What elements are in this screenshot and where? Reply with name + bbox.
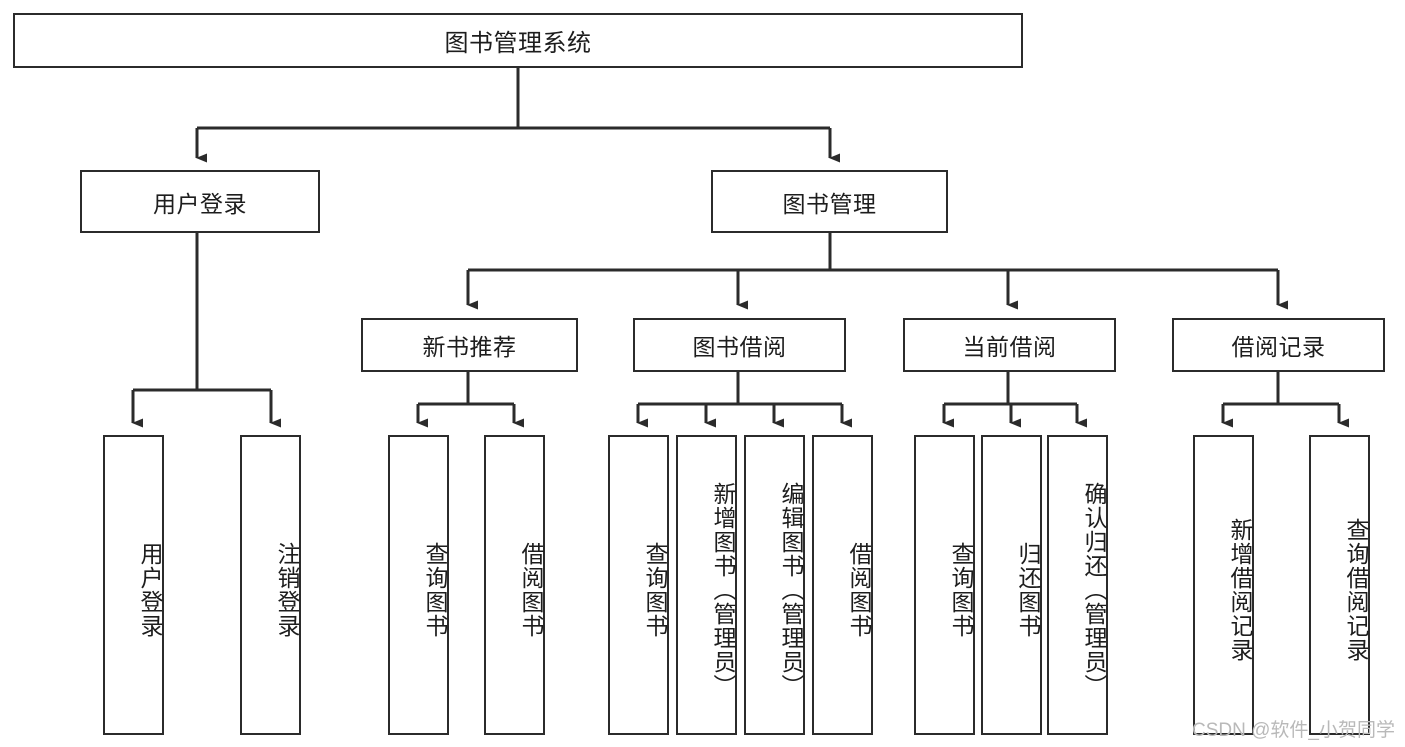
- node-label: 查询图书: [422, 542, 448, 638]
- node-label: 注销登录: [274, 542, 300, 638]
- node-label: 查询借阅记录: [1343, 518, 1369, 662]
- node-label: 图书借阅: [692, 334, 787, 360]
- node-label: 借阅记录: [1231, 334, 1326, 360]
- leaf-user-login-login[interactable]: 用户登录: [103, 435, 164, 735]
- node-current-borrow[interactable]: 当前借阅: [903, 318, 1116, 372]
- node-root-system[interactable]: 图书管理系统: [13, 13, 1023, 68]
- node-label: 新书推荐: [422, 334, 517, 360]
- node-label: 图书管理: [782, 190, 877, 217]
- leaf-user-login-logout[interactable]: 注销登录: [240, 435, 301, 735]
- node-book-management[interactable]: 图书管理: [711, 170, 948, 233]
- leaf-book-borrow-add[interactable]: 新增图书（管理员）: [676, 435, 737, 735]
- node-label: 当前借阅: [962, 334, 1057, 360]
- leaf-current-borrow-query[interactable]: 查询图书: [914, 435, 975, 735]
- node-label: 用户登录: [153, 190, 247, 217]
- leaf-book-borrow-query[interactable]: 查询图书: [608, 435, 669, 735]
- node-user-login[interactable]: 用户登录: [80, 170, 320, 233]
- leaf-borrow-record-add[interactable]: 新增借阅记录: [1193, 435, 1254, 735]
- node-label: 新增图书（管理员）: [710, 482, 736, 698]
- leaf-new-book-query[interactable]: 查询图书: [388, 435, 449, 735]
- leaf-current-borrow-confirm-return[interactable]: 确认归还（管理员）: [1047, 435, 1108, 735]
- node-label: 图书管理系统: [444, 30, 592, 57]
- node-book-borrow[interactable]: 图书借阅: [633, 318, 846, 372]
- node-label: 用户登录: [137, 542, 163, 638]
- leaf-book-borrow-borrow[interactable]: 借阅图书: [812, 435, 873, 735]
- node-label: 借阅图书: [518, 542, 544, 638]
- node-label: 归还图书: [1015, 542, 1041, 638]
- node-label: 借阅图书: [846, 542, 872, 638]
- leaf-book-borrow-edit[interactable]: 编辑图书（管理员）: [744, 435, 805, 735]
- node-new-book-recommend[interactable]: 新书推荐: [361, 318, 578, 372]
- node-label: 新增借阅记录: [1227, 518, 1253, 662]
- node-label: 确认归还（管理员）: [1081, 482, 1107, 698]
- csdn-watermark: CSDN @软件_小贺同学: [1192, 720, 1395, 741]
- node-label: 查询图书: [948, 542, 974, 638]
- node-label: 查询图书: [642, 542, 668, 638]
- leaf-borrow-record-query[interactable]: 查询借阅记录: [1309, 435, 1370, 735]
- leaf-current-borrow-return[interactable]: 归还图书: [981, 435, 1042, 735]
- leaf-new-book-borrow[interactable]: 借阅图书: [484, 435, 545, 735]
- node-borrow-record[interactable]: 借阅记录: [1172, 318, 1385, 372]
- node-label: 编辑图书（管理员）: [778, 482, 804, 698]
